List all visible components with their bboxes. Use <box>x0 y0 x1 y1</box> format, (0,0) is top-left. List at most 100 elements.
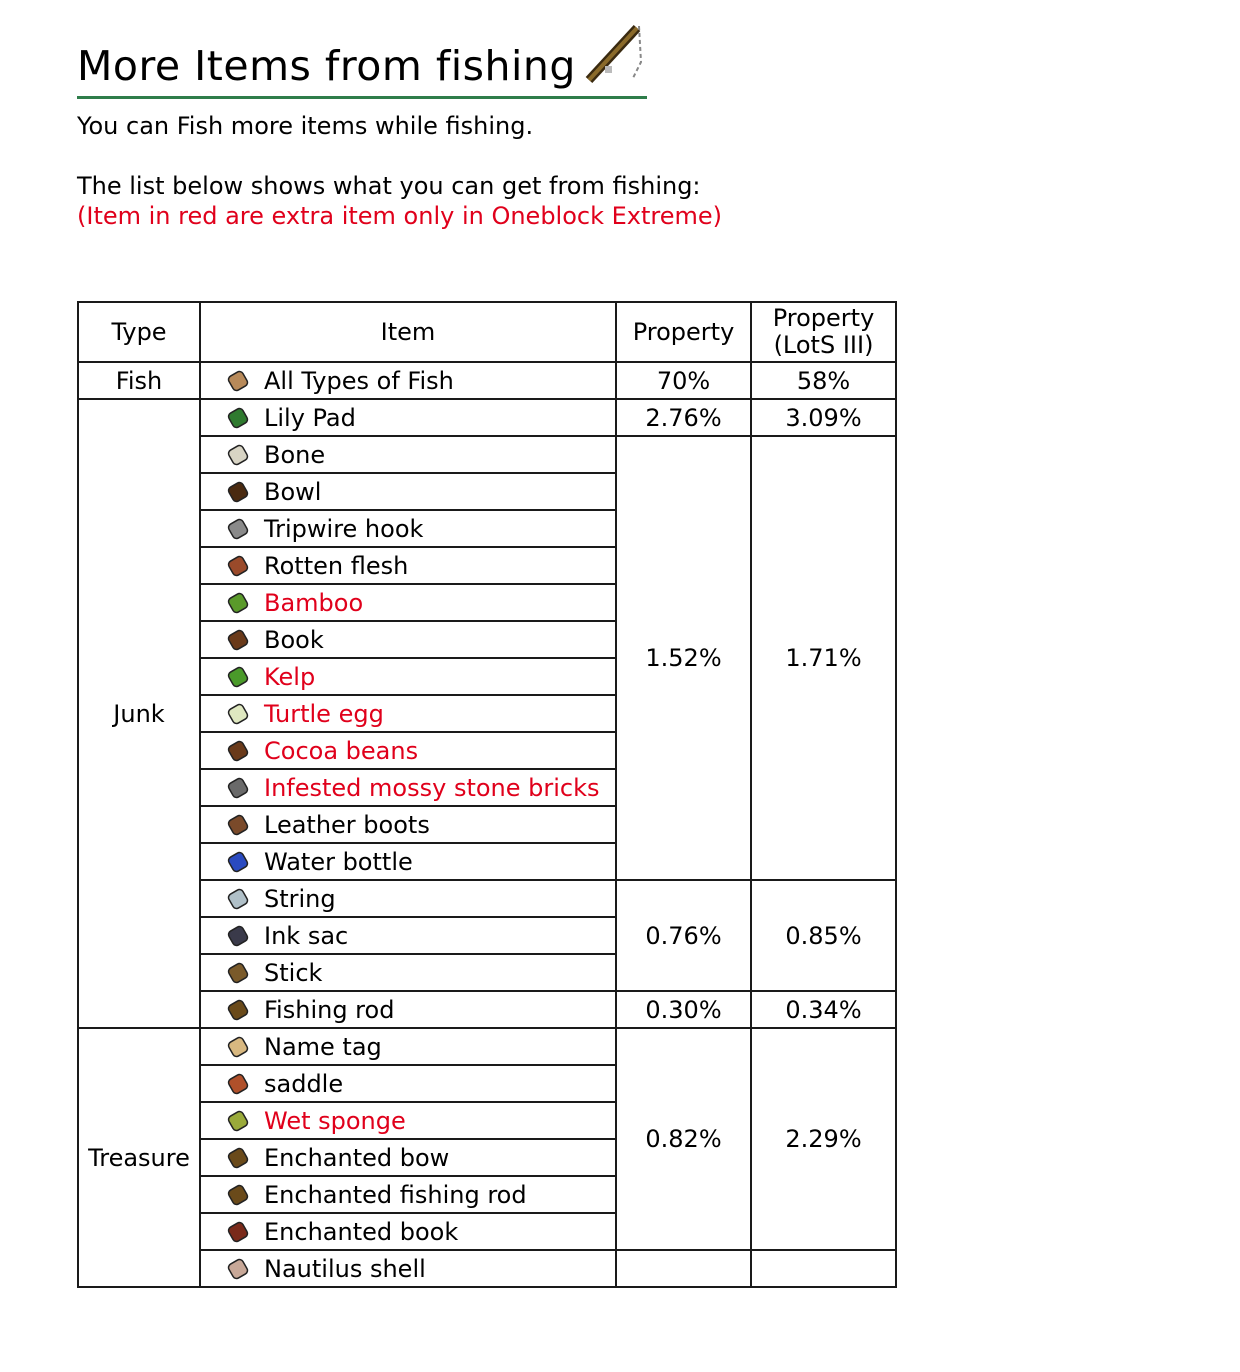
item: Name tag <box>201 1029 615 1064</box>
property-cell: 70% <box>615 361 752 400</box>
table-row: Infested mossy stone bricks <box>78 768 896 807</box>
kelp-icon <box>225 664 251 690</box>
property-cell: 0.76% <box>615 879 752 992</box>
property-cell: 2.76% <box>615 398 752 437</box>
item-cell: Turtle egg <box>199 694 617 733</box>
bone-icon <box>225 442 251 468</box>
item-cell: Nautilus shell <box>199 1249 617 1288</box>
item: Enchanted book <box>201 1214 615 1249</box>
item-name: Stick <box>264 958 323 987</box>
item-name: Water bottle <box>264 847 413 876</box>
item-cell: String <box>199 879 617 918</box>
item-cell: Wet sponge <box>199 1101 617 1140</box>
table-row: Ink sac <box>78 916 896 955</box>
item: Infested mossy stone bricks <box>201 770 615 805</box>
list-intro: The list below shows what you can get fr… <box>77 172 701 200</box>
item: Enchanted bow <box>201 1140 615 1175</box>
property-cell: 0.82% <box>615 1027 752 1251</box>
name-tag-icon <box>225 1034 251 1060</box>
header-property-lots: Property (LotS III) <box>750 301 897 363</box>
header-type: Type <box>77 301 201 363</box>
item: Lily Pad <box>201 400 615 435</box>
table-row: Book <box>78 620 896 659</box>
type-cell: Fish <box>77 361 201 400</box>
item: Bone <box>201 437 615 472</box>
table-row: Leather boots <box>78 805 896 844</box>
item-cell: Bamboo <box>199 583 617 622</box>
item-name: Infested mossy stone bricks <box>264 773 600 802</box>
item-cell: Tripwire hook <box>199 509 617 548</box>
item-cell: Name tag <box>199 1027 617 1066</box>
item-name: Turtle egg <box>264 699 384 728</box>
item: Ink sac <box>201 918 615 953</box>
fish-icon <box>225 368 251 394</box>
title-block: More Items from fishing <box>77 22 647 99</box>
item-name: Rotten flesh <box>264 551 409 580</box>
property-lots-cell <box>750 1249 897 1288</box>
saddle-icon <box>225 1071 251 1097</box>
water-bottle-icon <box>225 849 251 875</box>
item-cell: Bowl <box>199 472 617 511</box>
table-row: Enchanted bow <box>78 1138 896 1177</box>
type-cell: Junk <box>77 398 201 1029</box>
item-cell: Book <box>199 620 617 659</box>
table-header-row: Type Item Property Property (LotS III) <box>77 301 897 363</box>
item-cell: Lily Pad <box>199 398 617 437</box>
table-row: Cocoa beans <box>78 731 896 770</box>
enchanted-book-icon <box>225 1219 251 1245</box>
nautilus-shell-icon <box>225 1256 251 1282</box>
header-item: Item <box>199 301 617 363</box>
item-name: Nautilus shell <box>264 1254 426 1283</box>
item-cell: Cocoa beans <box>199 731 617 770</box>
item-name: Leather boots <box>264 810 430 839</box>
item-cell: Fishing rod <box>199 990 617 1029</box>
bamboo-icon <box>225 590 251 616</box>
table-row: Enchanted book <box>78 1212 896 1251</box>
item: Wet sponge <box>201 1103 615 1138</box>
item-name: Bamboo <box>264 588 364 617</box>
fishing-loot-table: Type Item Property Property (LotS III) F… <box>77 301 897 1288</box>
property-lots-cell: 1.71% <box>750 435 897 881</box>
item-name: Name tag <box>264 1032 382 1061</box>
table-row: Wet sponge <box>78 1101 896 1140</box>
fishing-rod-icon <box>225 997 251 1023</box>
item-cell: Kelp <box>199 657 617 696</box>
item: Fishing rod <box>201 992 615 1027</box>
item-cell: Water bottle <box>199 842 617 881</box>
rotten-flesh-icon <box>225 553 251 579</box>
item-cell: saddle <box>199 1064 617 1103</box>
item-name: Enchanted book <box>264 1217 459 1246</box>
stick-icon <box>225 960 251 986</box>
tripwire-hook-icon <box>225 516 251 542</box>
item-cell: Leather boots <box>199 805 617 844</box>
property-cell: 1.52% <box>615 435 752 881</box>
item: Water bottle <box>201 844 615 879</box>
property-lots-cell: 2.29% <box>750 1027 897 1251</box>
property-lots-cell: 3.09% <box>750 398 897 437</box>
item: saddle <box>201 1066 615 1101</box>
item: Stick <box>201 955 615 990</box>
item-name: saddle <box>264 1069 344 1098</box>
item: Enchanted fishing rod <box>201 1177 615 1212</box>
enchanted-fishing-rod-icon <box>225 1182 251 1208</box>
item-name: Enchanted bow <box>264 1143 450 1172</box>
item: Nautilus shell <box>201 1251 615 1286</box>
item-cell: Bone <box>199 435 617 474</box>
property-lots-cell: 0.85% <box>750 879 897 992</box>
page-title: More Items from fishing <box>77 42 576 90</box>
type-cell: Treasure <box>77 1027 201 1288</box>
item-cell: Infested mossy stone bricks <box>199 768 617 807</box>
table-row: Treasure Name tag 0.82%2.29% <box>77 1027 897 1288</box>
item-cell: Enchanted bow <box>199 1138 617 1177</box>
table-row: Rotten flesh <box>78 546 896 585</box>
item: All Types of Fish <box>201 363 615 398</box>
item-cell: All Types of Fish <box>199 361 617 400</box>
item-name: All Types of Fish <box>264 366 454 395</box>
property-cell: 0.30% <box>615 990 752 1029</box>
item: Book <box>201 622 615 657</box>
table-row: Enchanted fishing rod <box>78 1175 896 1214</box>
item-cell: Stick <box>199 953 617 992</box>
